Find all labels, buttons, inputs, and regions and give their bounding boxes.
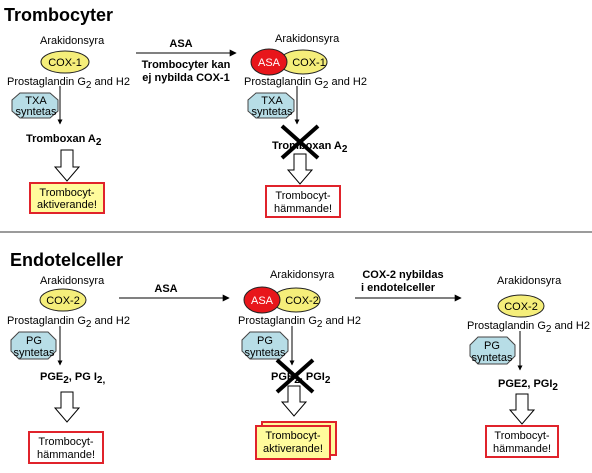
arrow-note-1: Trombocyter kan [142, 59, 231, 71]
result-box-activating [29, 182, 105, 214]
arachidonic-acid-label: Arakidonsyra [270, 269, 335, 281]
prostaglandin-label: Prostaglandin G2 and H2 [7, 76, 130, 91]
block-arrow-down [53, 149, 81, 182]
pg-synthase-shape [10, 331, 57, 360]
cross-mark [280, 124, 320, 160]
cox1-label: COX-1 [292, 57, 326, 69]
prostaglandin-label: Prostaglandin G2 and H2 [467, 320, 590, 335]
arachidonic-acid-label: Arakidonsyra [40, 275, 105, 287]
prostanoid-label: PGE2, PGI2 [498, 378, 558, 393]
pg-synthase-label-2: syntetas [14, 347, 55, 359]
arachidonic-acid-label: Arakidonsyra [40, 35, 105, 47]
result-box-inhibiting [28, 431, 104, 464]
cox1-label: COX-1 [48, 57, 82, 69]
section-title-endotelceller: Endotelceller [10, 250, 123, 270]
cox1-enzyme [40, 50, 90, 74]
block-arrow-down [280, 385, 308, 417]
arachidonic-acid-label: Arakidonsyra [497, 275, 562, 287]
result-label-1: Trombocyt- [39, 187, 95, 199]
result-label-1: Trombocyt- [275, 190, 331, 202]
result-label-2: aktiverande! [263, 443, 323, 455]
txa-synthase-shape [11, 92, 59, 119]
asa-inhibitor-label: ASA [251, 295, 274, 307]
txa-synthase-label-1: TXA [25, 95, 47, 107]
arachidonic-acid-label: Arakidonsyra [275, 33, 340, 45]
cox2-enzyme [39, 288, 87, 312]
txa-synthase-shape [247, 92, 295, 119]
txa-synthase-label-2: syntetas [252, 106, 293, 118]
pg-synthase-shape [469, 336, 516, 365]
cox2-label: COX-2 [46, 295, 80, 307]
result-label-2: aktiverande! [37, 199, 97, 211]
arrow-note-2: ej nybilda COX-1 [142, 72, 229, 84]
block-arrow-down [286, 153, 314, 185]
cross-mark [275, 358, 315, 394]
asa-inhibitor-label: ASA [258, 57, 281, 69]
block-arrow-down [53, 391, 81, 423]
result-label-1: Trombocyt- [265, 430, 321, 442]
pg-synthase-label-2: syntetas [472, 352, 513, 364]
result-box-inhibiting [265, 185, 341, 218]
result-label-2: hämmande! [274, 203, 332, 215]
asa-inhibitor [243, 286, 281, 314]
thromboxane-label: Tromboxan A2 [26, 133, 102, 148]
pg-synthase-label-1: PG [26, 335, 42, 347]
prostaglandin-label: Prostaglandin G2 and H2 [7, 315, 130, 330]
arrow-note-2: i endotelceller [361, 282, 436, 294]
asa-inhibitor [250, 48, 288, 76]
pg-synthase-label-2: syntetas [245, 347, 286, 359]
pg-synthase-shape [241, 331, 289, 360]
prostanoid-label: PGE2, PG I2, [40, 371, 105, 386]
cox2-label: COX-2 [285, 295, 319, 307]
result-box-inhibiting [485, 425, 559, 458]
cox2-enzyme [497, 294, 545, 318]
cox2-label: COX-2 [504, 301, 538, 313]
section-title-trombocyter: Trombocyter [4, 5, 113, 25]
arrow-note-1: COX-2 nybildas [362, 269, 443, 281]
prostaglandin-label: Prostaglandin G2 and H2 [238, 315, 361, 330]
block-arrow-down [508, 393, 536, 425]
txa-synthase-label-1: TXA [261, 95, 283, 107]
result-label-2: hämmande! [37, 449, 95, 461]
result-label-2: hämmande! [493, 443, 551, 455]
pg-synthase-label-1: PG [257, 335, 273, 347]
prostaglandin-label: Prostaglandin G2 and H2 [244, 76, 367, 91]
result-label-1: Trombocyt- [494, 430, 550, 442]
txa-synthase-label-2: syntetas [16, 106, 57, 118]
asa-arrow-label: ASA [154, 283, 177, 295]
result-label-1: Trombocyt- [38, 436, 94, 448]
result-box-activating [255, 425, 331, 460]
pg-synthase-label-1: PG [484, 340, 500, 352]
asa-arrow-label: ASA [169, 38, 192, 50]
